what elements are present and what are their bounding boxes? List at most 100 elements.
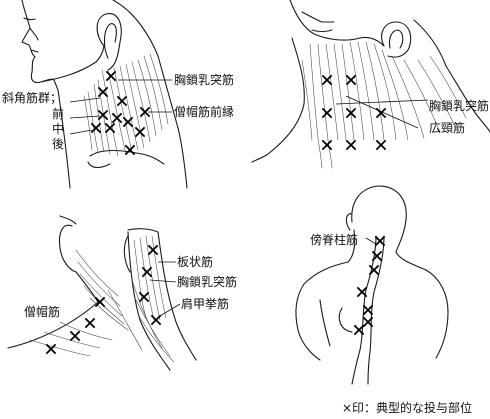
face-profile-outline (21, 0, 71, 189)
leader-posterior (69, 129, 93, 135)
injection-marker (362, 316, 374, 328)
nose-tip-outline (301, 11, 335, 23)
injection-marker (84, 317, 96, 329)
label-platysma: 広頸筋 (429, 120, 465, 135)
label-levator-scapulae: 肩甲挙筋 (181, 296, 229, 311)
injection-marker (105, 70, 117, 82)
injection-marker (345, 74, 357, 86)
head-back-outline (351, 185, 407, 253)
panel-back-side-neck: 板状筋 胸鎖乳突筋 肩甲挙筋 僧帽筋 (7, 215, 237, 371)
ear-outline-3b (123, 235, 131, 273)
injection-marker (90, 122, 102, 134)
injection-marker (94, 296, 106, 308)
neck-left-outline (251, 37, 305, 163)
back-of-head-outline (112, 0, 159, 57)
ear-outline-2 (381, 21, 412, 58)
label-trapezius: 僧帽筋 (24, 304, 60, 319)
label-splenius: 板状筋 (177, 254, 213, 269)
neck-muscle-fibers-front (301, 41, 467, 169)
neck-column-outline (127, 231, 171, 371)
label-posterior-scalene: 後 (52, 137, 64, 151)
leader-middle (69, 115, 101, 119)
injection-marker (321, 74, 333, 86)
injection-marker (353, 324, 365, 336)
neck-left-back-outline (347, 229, 356, 263)
shoulder-right-outline (445, 65, 490, 133)
head-outline-3 (59, 215, 77, 225)
label-scalene-group: 斜角筋群； (2, 90, 62, 105)
injection-marker (321, 107, 333, 119)
nose-line (29, 27, 39, 41)
injection-marker (116, 95, 128, 107)
jaw-line (40, 45, 105, 83)
injection-marker (375, 107, 387, 119)
scapula-outline (338, 307, 353, 333)
marker-group-panel4 (353, 235, 386, 336)
injection-marker (139, 106, 151, 118)
injection-marker (345, 139, 357, 151)
injection-marker (368, 264, 380, 276)
neck-right-outline-3 (127, 228, 197, 361)
marker-group-panel1 (90, 70, 151, 156)
injection-marker (111, 112, 123, 124)
ear-inner-2 (388, 29, 404, 49)
leader-scm-back (149, 279, 177, 283)
leader-scm-front (335, 99, 429, 105)
jaw-outline-2 (359, 36, 385, 47)
label-trapezius-front-edge: 僧帽筋前縁 (174, 104, 234, 119)
injection-marker (362, 304, 374, 316)
injection-marker (45, 343, 57, 355)
label-scm-front: 胸鎖乳突筋 (429, 98, 489, 113)
neck-right-back-outline (395, 251, 427, 271)
leader-paraspinal (365, 237, 377, 245)
ear-outline (96, 13, 122, 71)
clavicle-outline (89, 149, 165, 165)
mouth-outline (311, 29, 333, 33)
panel-front-neck: 胸鎖乳突筋 広頸筋 (251, 0, 490, 169)
back-of-neck-outline (157, 55, 188, 189)
injection-marker (150, 314, 162, 326)
ear-back-outline (345, 213, 353, 231)
clavicle-lower (87, 161, 111, 169)
injection-marker (321, 139, 333, 151)
injection-marker (138, 291, 150, 303)
label-anterior-scalene: 前 (52, 106, 64, 121)
label-scm-back: 胸鎖乳突筋 (177, 274, 237, 289)
chin-outline (289, 0, 361, 41)
panel-side-neck: 斜角筋群； 前 中 後 胸鎖乳突筋 僧帽筋前縁 (2, 0, 234, 189)
injection-marker (122, 116, 134, 128)
leader-anterior (69, 97, 101, 103)
injection-marker (147, 244, 159, 256)
injection-marker (104, 122, 116, 134)
shoulder-right-back (425, 269, 449, 359)
ear-inner (103, 23, 117, 59)
panel-back-view: 傍脊柱筋 (295, 185, 449, 385)
label-paraspinal-muscle: 傍脊柱筋 (310, 232, 358, 247)
injection-marker (97, 86, 109, 98)
injection-marker (97, 109, 109, 121)
marker-group-panel2 (321, 74, 387, 151)
label-middle-scalene: 中 (52, 121, 64, 136)
injection-marker (356, 286, 368, 298)
caption-legend: ×印：典型的な投与部位 (342, 400, 472, 415)
label-scm-side: 胸鎖乳突筋 (174, 72, 234, 87)
injection-marker (374, 235, 386, 247)
injection-marker (371, 250, 383, 262)
arm-left-inner (319, 299, 331, 347)
leader-levator-scapulae (159, 303, 181, 317)
eye-line (23, 17, 36, 21)
injection-marker (134, 126, 146, 138)
injection-marker (375, 139, 387, 151)
marker-group-panel3 (45, 244, 162, 355)
injection-marker (124, 144, 136, 156)
injection-marker (69, 330, 81, 342)
ear-outline-3 (58, 224, 77, 273)
neck-muscle-fibers-back (29, 235, 175, 363)
injection-marker (345, 107, 357, 119)
shoulder-left-back (295, 261, 349, 361)
spine-line (351, 235, 377, 385)
back-hair-outline (413, 19, 447, 67)
mouth-line (30, 49, 39, 53)
spine-line-right (367, 235, 385, 385)
